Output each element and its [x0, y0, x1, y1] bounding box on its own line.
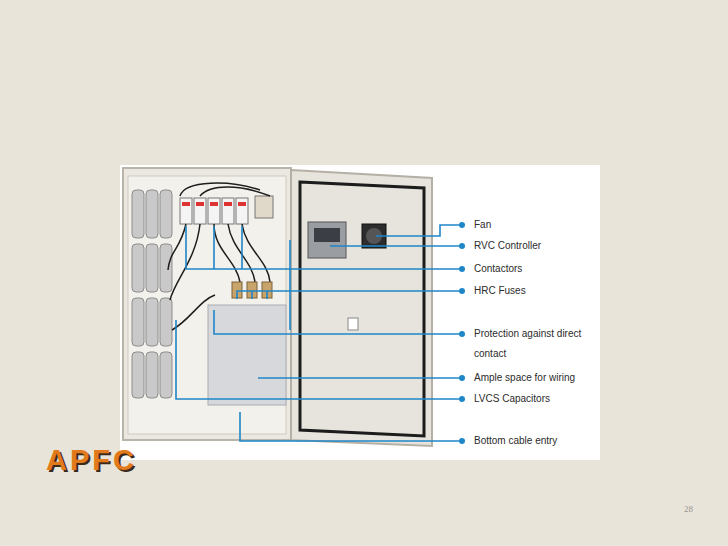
slide-title: APFC — [46, 444, 137, 476]
door-gasket — [300, 182, 424, 436]
contactors — [180, 196, 273, 224]
callout-label: Protection against direct contact — [474, 324, 596, 364]
photo-ground — [120, 165, 600, 460]
capacitors — [132, 190, 172, 398]
cabinet-inner — [128, 176, 286, 434]
slide-number: 28 — [684, 503, 693, 515]
door-label — [348, 318, 358, 330]
callout-dots — [459, 222, 465, 444]
callout-label: Ample space for wiring — [474, 368, 575, 388]
rvc-controller — [308, 222, 346, 258]
callout-label: LVCS Capacitors — [474, 389, 550, 409]
cabinet-door — [291, 170, 432, 446]
protection-plate — [208, 305, 286, 405]
leader-lines — [176, 225, 462, 441]
callout-label: Bottom cable entry — [474, 431, 557, 451]
controller-display — [314, 228, 340, 242]
callout-label: Fan — [474, 215, 491, 235]
callout-label: Contactors — [474, 259, 522, 279]
fuses — [232, 282, 272, 298]
callout-label: RVC Controller — [474, 236, 541, 256]
callout-label: HRC Fuses — [474, 281, 526, 301]
